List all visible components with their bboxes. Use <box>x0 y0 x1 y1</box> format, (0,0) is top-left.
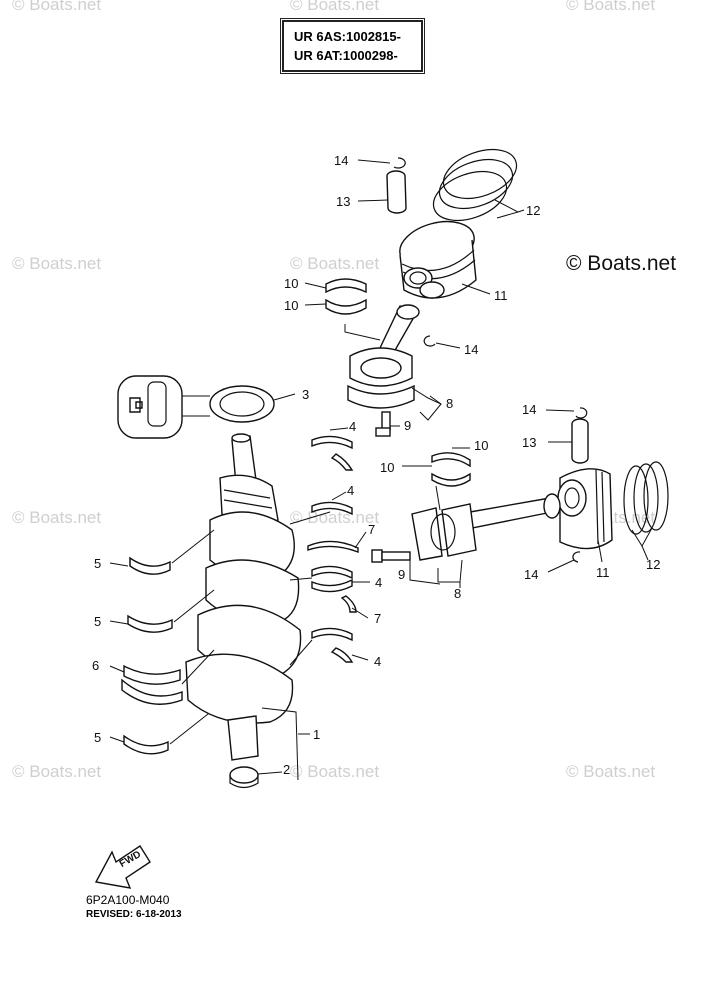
callout-8: 8 <box>454 586 462 601</box>
conrod-bearing-right <box>431 452 471 487</box>
callout-7: 7 <box>374 611 382 626</box>
thrust-washer-upper <box>307 540 359 554</box>
callout-14: 14 <box>334 153 349 168</box>
serial-range-box: UR 6AS:1002815- UR 6AT:1000298- <box>282 20 423 72</box>
crank-ring <box>229 766 259 789</box>
conrod-bolt-top <box>375 411 391 437</box>
circlip-right-top <box>575 407 588 419</box>
thrust-main-bearing-6 <box>121 664 183 705</box>
callout-5: 5 <box>94 556 102 571</box>
callout-5: 5 <box>94 730 102 745</box>
callout-13: 13 <box>522 435 537 450</box>
callout-10: 10 <box>284 276 299 291</box>
callout-5: 5 <box>94 614 102 629</box>
callout-13: 13 <box>336 194 351 209</box>
callout-14: 14 <box>464 342 479 357</box>
circlip-right-bottom <box>572 551 581 563</box>
callout-11: 11 <box>494 288 508 303</box>
watermark: © Boats.net <box>290 508 380 527</box>
watermark: © Boats.net <box>12 508 102 527</box>
callout-3: 3 <box>302 387 310 402</box>
watermark: © Boats.net <box>12 0 102 14</box>
callout-4: 4 <box>375 575 383 590</box>
revised-date: REVISED: 6-18-2013 <box>86 909 182 920</box>
watermark: © Boats.net <box>290 762 380 781</box>
callout-10: 10 <box>474 438 489 453</box>
callout-1: 1 <box>313 727 321 742</box>
callout-4: 4 <box>374 654 382 669</box>
callout-8: 8 <box>446 396 454 411</box>
diagram-code: 6P2A100-M040 <box>86 893 170 907</box>
watermark: © Boats.net <box>12 254 102 273</box>
piston-rings-right <box>623 461 669 535</box>
callout-12: 12 <box>526 203 541 218</box>
callout-12: 12 <box>646 557 661 572</box>
watermark: © Boats.net <box>566 762 656 781</box>
piston-top <box>399 220 477 299</box>
circlip-top <box>393 157 406 169</box>
watermark: © Boats.net <box>566 0 656 14</box>
piston-rings-top <box>432 148 518 222</box>
main-bearing-4d <box>311 627 354 663</box>
callout-10: 10 <box>284 298 299 313</box>
callout-11: 11 <box>596 565 610 580</box>
callout-9: 9 <box>398 567 406 582</box>
watermark: © Boats.net <box>290 254 380 273</box>
main-bearing-4b <box>311 501 353 516</box>
callout-4: 4 <box>349 419 357 434</box>
lower-main-bearing-5a <box>129 556 171 575</box>
callout-14: 14 <box>524 567 539 582</box>
serial-line-2: UR 6AT:1000298- <box>294 48 398 63</box>
oil-seal-detail <box>117 375 210 439</box>
oil-seal <box>209 385 275 423</box>
callout-9: 9 <box>404 418 412 433</box>
connecting-rod-top <box>347 304 420 409</box>
callout-14: 14 <box>522 402 537 417</box>
callout-4: 4 <box>347 483 355 498</box>
callout-7: 7 <box>368 522 376 537</box>
crankshaft <box>185 433 302 761</box>
watermark: © Boats.net <box>290 0 380 14</box>
lower-main-bearing-5b <box>127 614 173 633</box>
conrod-bearing-top <box>325 278 367 315</box>
conrod-bolt-right <box>371 549 411 563</box>
piston-right <box>557 468 613 550</box>
callout-2: 2 <box>283 762 291 777</box>
lower-main-bearing-5c <box>123 734 169 755</box>
connecting-rod-right <box>411 493 561 561</box>
piston-pin-right <box>571 418 589 464</box>
watermark: © Boats.net <box>12 762 102 781</box>
piston-pin-top <box>386 170 407 214</box>
fwd-arrow-icon <box>94 845 151 889</box>
callout-10: 10 <box>380 460 395 475</box>
serial-line-1: UR 6AS:1002815- <box>294 29 401 44</box>
main-bearing-4a <box>311 435 354 471</box>
main-bearing-4c <box>311 565 353 593</box>
copyright-notice: © Boats.net <box>566 252 677 275</box>
callout-6: 6 <box>92 658 100 673</box>
